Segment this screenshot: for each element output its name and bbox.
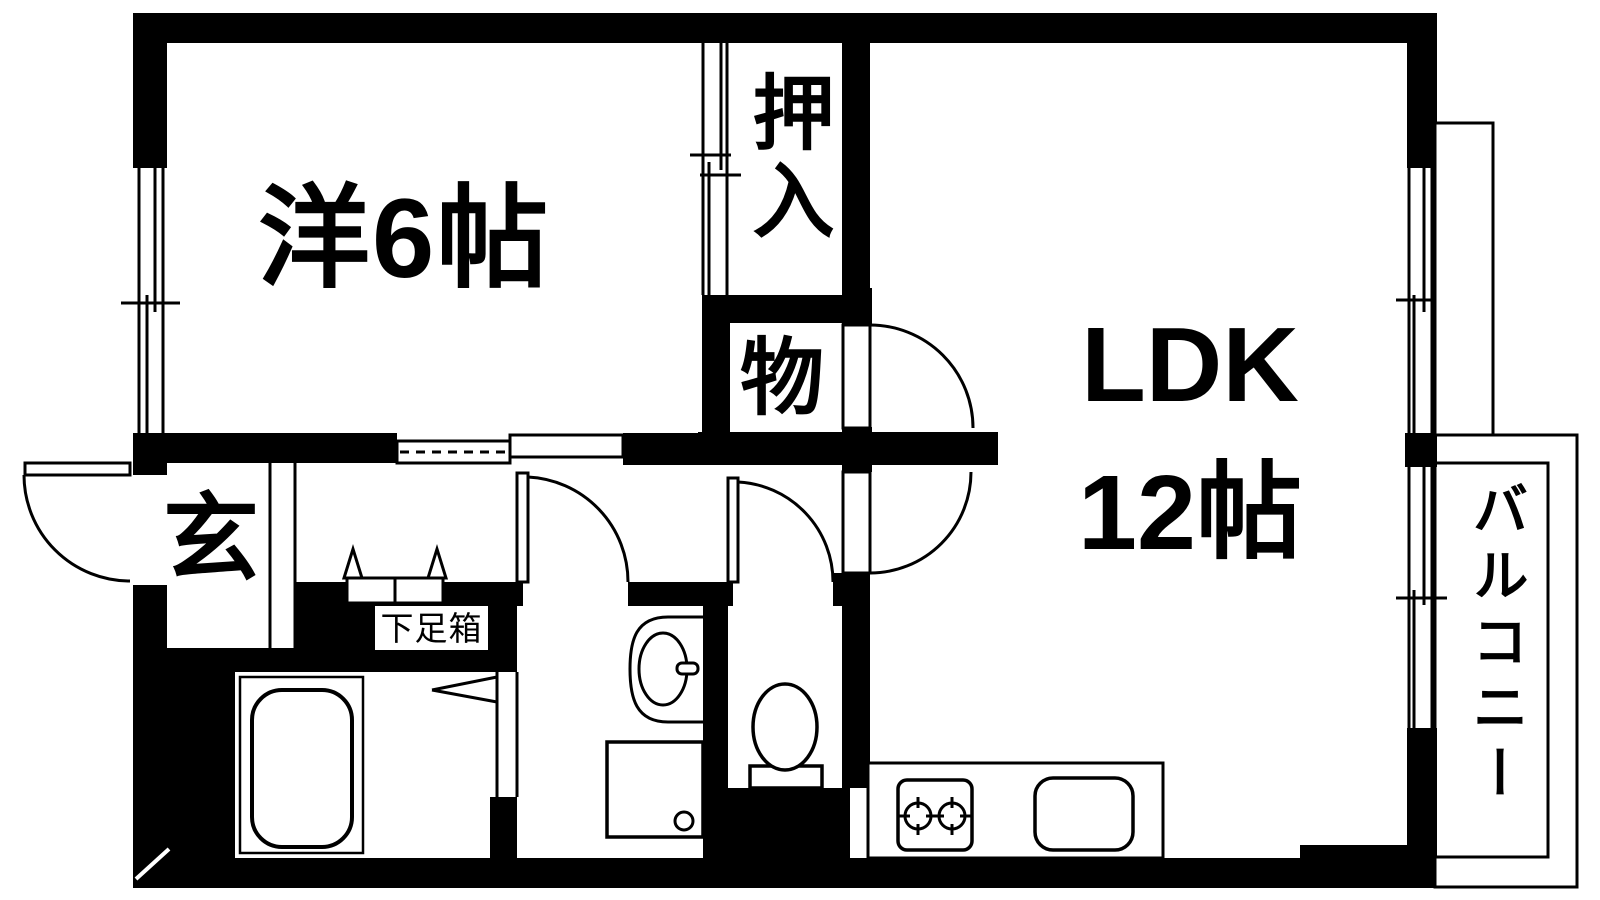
- wall: [133, 13, 167, 168]
- faucet: [675, 661, 700, 676]
- wall: [490, 797, 517, 858]
- wall: [842, 427, 872, 472]
- ldk-door-lower: [841, 470, 973, 575]
- wall: [728, 788, 850, 858]
- label-ldk: LDK: [1081, 306, 1299, 424]
- wall: [628, 582, 733, 606]
- shoe-box: [341, 543, 488, 650]
- bathroom-folding-door: [431, 672, 519, 797]
- wall: [1407, 13, 1437, 168]
- pipe-space: [1433, 121, 1495, 437]
- label-western-room: 洋6帖: [258, 176, 551, 301]
- label-closet: 押入: [740, 70, 831, 246]
- shoe-box-door-mark: [425, 543, 449, 580]
- label-balcony: バルコニー: [1465, 480, 1528, 810]
- walls: [133, 13, 1437, 888]
- entrance-partition: [268, 463, 297, 648]
- label-entrance: 玄: [163, 486, 259, 593]
- drain: [673, 810, 695, 832]
- wall: [842, 288, 872, 325]
- wall: [163, 648, 235, 888]
- wall: [702, 295, 845, 323]
- wall: [133, 13, 1437, 43]
- closet-sliding-door: [690, 43, 741, 295]
- wall: [1407, 728, 1437, 858]
- shoe-box-door-mark: [341, 543, 365, 580]
- wall: [295, 582, 347, 606]
- bathtub: [250, 688, 354, 849]
- balcony: [1433, 433, 1579, 889]
- label-storage: 物: [740, 331, 825, 425]
- label-shoe-box: 下足箱: [380, 610, 483, 647]
- washbasin: [628, 615, 703, 724]
- window-west: [121, 168, 180, 435]
- wall: [133, 433, 397, 463]
- wall: [842, 43, 870, 295]
- wall: [133, 585, 167, 888]
- burner: [933, 797, 971, 835]
- bathroom: [238, 675, 365, 855]
- window-east-lower: [1396, 467, 1447, 728]
- wall: [443, 582, 523, 606]
- wall-corner-slash: [134, 847, 171, 881]
- washroom-door: [515, 471, 630, 584]
- toilet-door: [726, 476, 835, 584]
- ldk-door-upper: [841, 323, 975, 430]
- wall: [833, 582, 870, 606]
- label-ldk-size: 12帖: [1078, 454, 1302, 572]
- entry-door: [22, 461, 132, 583]
- toilet-bowl: [751, 682, 819, 772]
- wall: [133, 858, 1435, 888]
- wall: [842, 605, 870, 788]
- wall: [1405, 433, 1437, 467]
- shoe-box-label-box: [375, 606, 488, 650]
- toilet: [748, 682, 824, 790]
- washing-machine-pan: [605, 740, 705, 839]
- wall: [703, 605, 728, 858]
- kitchen-counter: [866, 761, 1165, 860]
- room-sliding-door: [395, 433, 625, 465]
- kitchen-sink: [1033, 776, 1135, 852]
- bath-platform: [238, 675, 365, 855]
